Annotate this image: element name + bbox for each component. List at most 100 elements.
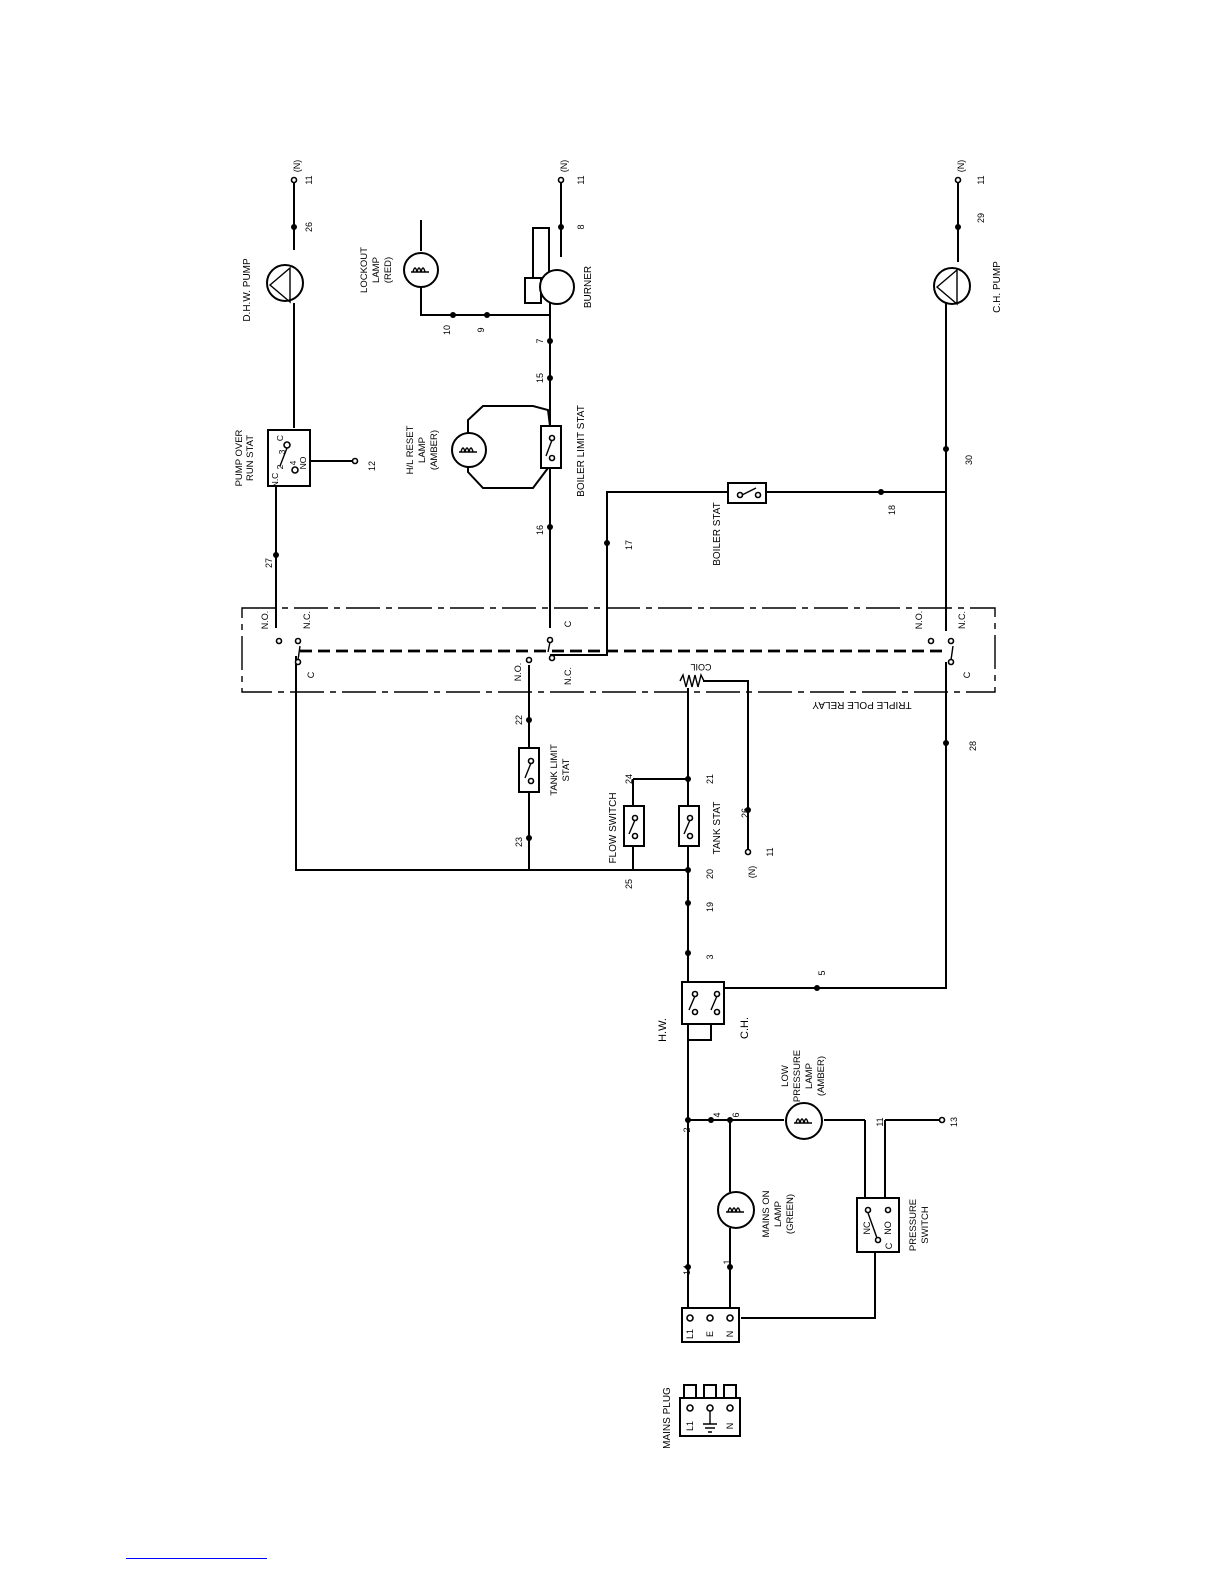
wire-number-8: 8 — [576, 224, 586, 229]
tank-limit-stat: TANK LIMIT STAT — [518, 744, 572, 796]
ch-neutral-label: (N) — [956, 160, 966, 173]
mains-on-label-3: (GREEN) — [785, 1194, 796, 1234]
wire-number-21: 21 — [705, 774, 715, 784]
relay-coil-icon — [679, 672, 705, 688]
hw-ch-selector: H.W. C.H. — [657, 981, 751, 1042]
switch-contact-icon — [683, 814, 694, 840]
wire-number-30: 30 — [964, 455, 974, 465]
tank-stat: TANK STAT — [678, 802, 723, 854]
relay-burner-c: C — [563, 620, 573, 627]
wire-number-13: 13 — [949, 1117, 959, 1127]
mains-on-label-2: LAMP — [773, 1201, 784, 1227]
wires — [275, 180, 959, 1319]
tank-limit-label-1: TANK LIMIT — [549, 744, 560, 796]
low-pressure-lamp: LOW PRESSURE LAMP (AMBER) — [780, 1050, 827, 1140]
overrun-label-1: PUMP OVER — [234, 429, 245, 486]
neutral-labels: (N) (N) (N) (N) — [292, 160, 966, 879]
relay-coil-label: COIL — [690, 662, 711, 672]
pump-icon — [266, 264, 304, 304]
lockout-lamp: LOCKOUT LAMP (RED) — [359, 247, 439, 293]
hl-reset-label-1: H/L RESET — [405, 425, 416, 474]
mains-plug: L1 N MAINS PLUG — [662, 1384, 741, 1449]
relay-dhw-no: N.O. — [260, 611, 270, 630]
overrun-terminal-4: 4 — [288, 460, 298, 465]
overrun-terminal-nc: N.C — [270, 473, 280, 488]
wire-number-29: 29 — [976, 213, 986, 223]
flow-switch: FLOW SWITCH — [608, 792, 645, 864]
mains-on-lamp: MAINS ON LAMP (GREEN) — [717, 1190, 796, 1237]
wire-number-27: 27 — [264, 558, 274, 568]
ch-label: C.H. — [739, 1017, 751, 1039]
wire-number-5: 5 — [817, 970, 827, 975]
lamp-filament-icon — [785, 1102, 823, 1140]
switch-contact-icon — [279, 441, 299, 474]
pressure-terminal-no: NO — [883, 1221, 893, 1235]
wire-number-24: 24 — [624, 774, 634, 784]
mains-plug-label: MAINS PLUG — [662, 1387, 673, 1449]
terminal-e: E — [705, 1331, 715, 1337]
wire-number-10: 10 — [442, 325, 452, 335]
dhw-pump-label: D.H.W. PUMP — [242, 258, 253, 322]
overrun-terminal-2: 2 — [275, 464, 285, 469]
wire-number-19: 19 — [705, 902, 715, 912]
lockout-lamp-label-3: (RED) — [383, 257, 394, 283]
switch-contact-icon — [736, 487, 762, 499]
boiler-stat-label: BOILER STAT — [712, 502, 723, 566]
lamp-filament-icon — [451, 432, 487, 468]
wire-number-26b: 26 — [740, 808, 750, 818]
pressure-switch-label-1: PRESSURE — [908, 1199, 919, 1251]
mains-on-label-1: MAINS ON — [761, 1190, 772, 1237]
overrun-terminal-no: NO — [298, 456, 308, 469]
terminal-l1: L1 — [685, 1329, 695, 1339]
overrun-label-2: RUN STAT — [245, 435, 256, 481]
burner-neutral-label: (N) — [559, 160, 569, 173]
hl-reset-lamp: H/L RESET LAMP (AMBER) — [405, 425, 487, 474]
relay-dhw-c: C — [306, 671, 316, 678]
wire-number-20: 20 — [705, 869, 715, 879]
dhw-pump: D.H.W. PUMP — [242, 258, 304, 322]
wire-number-1: 1 — [722, 1259, 732, 1264]
wire-number-4: 4 — [712, 1112, 722, 1117]
wire-number-11a: 11 — [304, 175, 314, 184]
hw-label: H.W. — [657, 1018, 669, 1042]
wire-number-14: 14 — [682, 1265, 692, 1275]
low-pressure-label-2: PRESSURE — [792, 1050, 803, 1102]
burner: BURNER — [524, 227, 594, 308]
pressure-switch: NC NO C PRESSURE SWITCH — [856, 1197, 931, 1253]
lockout-lamp-label-1: LOCKOUT — [359, 247, 370, 293]
low-pressure-label-3: LAMP — [804, 1063, 815, 1089]
wire-number-6: 6 — [731, 1112, 741, 1117]
pressure-terminal-nc: NC — [862, 1221, 872, 1234]
boiler-limit-stat: BOILER LIMIT STAT — [540, 405, 587, 497]
relay-dhw-nc: N.C. — [302, 611, 312, 629]
triple-pole-relay: N.O. N.C. C C N.O. N.C. N.O. N.C. C COIL… — [241, 607, 996, 710]
low-pressure-label-1: LOW — [780, 1065, 791, 1087]
relay-ch-nc: N.C. — [957, 611, 967, 629]
switch-contact-icon — [545, 434, 556, 462]
switch-contact-icon — [628, 814, 639, 840]
ch-pump-label: C.H. PUMP — [992, 261, 1003, 313]
hl-reset-label-2: LAMP — [417, 437, 428, 463]
junction-dots — [273, 176, 962, 1270]
wire-number-9: 9 — [476, 327, 486, 332]
lockout-lamp-label-2: LAMP — [371, 257, 382, 283]
pressure-switch-label-2: SWITCH — [920, 1206, 931, 1244]
tank-limit-label-2: STAT — [561, 758, 572, 781]
relay-burner-nc: N.C. — [563, 667, 573, 685]
wire-numbers: 11 26 11 8 11 29 10 9 7 15 16 12 27 17 1… — [264, 175, 986, 1275]
boiler-limit-stat-label: BOILER LIMIT STAT — [576, 405, 587, 497]
wire-number-15: 15 — [535, 373, 545, 383]
wire-number-7: 7 — [535, 338, 545, 343]
wire-number-3: 3 — [705, 954, 715, 959]
plug-l1: L1 — [685, 1421, 695, 1431]
low-pressure-label-4: (AMBER) — [816, 1056, 827, 1096]
relay-burner-no: N.O. — [513, 663, 523, 682]
relay-ch-no: N.O. — [914, 611, 924, 630]
relay-ch-c: C — [962, 671, 972, 678]
wire-number-16: 16 — [535, 525, 545, 535]
terminal-n: N — [725, 1331, 735, 1338]
flow-switch-label: FLOW SWITCH — [608, 792, 619, 863]
pump-overrun-stat: N.C 2 3 C 4 NO PUMP OVER RUN STAT — [234, 429, 311, 488]
